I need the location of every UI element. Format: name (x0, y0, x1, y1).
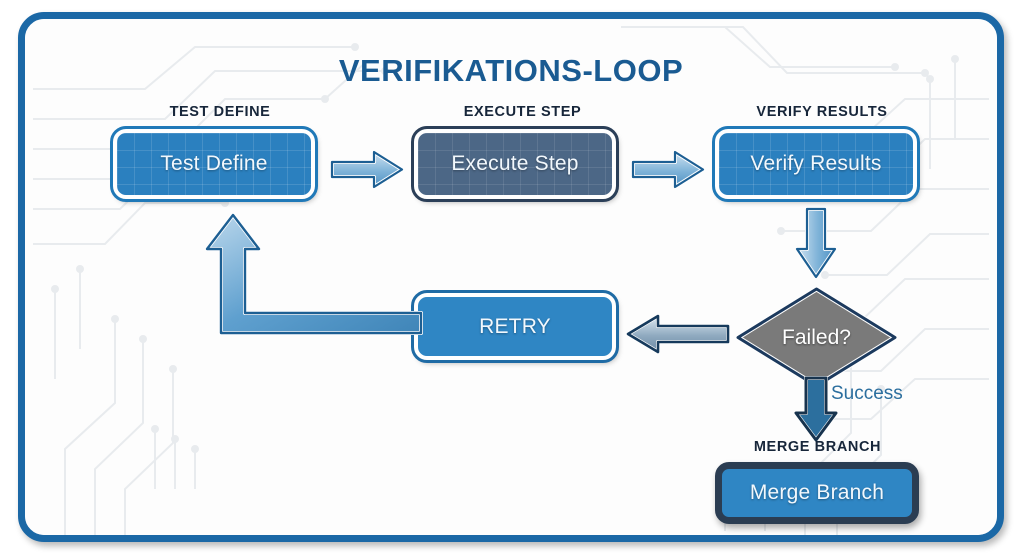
node-test-define[interactable]: Test Define (110, 126, 318, 202)
arrow-failed-to-merge-branch (794, 376, 838, 442)
edge-label-success: Success (831, 383, 903, 404)
circuit-background-pattern (33, 26, 989, 535)
arrow-verify-results-to-failed (795, 207, 837, 279)
arrow-failed-to-retry (626, 314, 730, 354)
arrow-retry-to-test-define-loopback (205, 213, 423, 335)
caption-test-define: TEST DEFINE (169, 104, 271, 120)
arrow-test-define-to-execute-step (330, 150, 404, 189)
caption-execute-step: EXECUTE STEP (463, 104, 582, 120)
node-merge-branch[interactable]: Merge Branch (715, 462, 919, 524)
node-retry[interactable]: RETRY (411, 290, 619, 363)
caption-merge-branch: MERGE BRANCH (753, 439, 882, 455)
arrow-execute-step-to-verify-results (631, 150, 705, 189)
caption-verify-results: VERIFY RESULTS (756, 104, 888, 120)
diagram-frame-inner: VERIFIKATIONS-LOOP TEST DEFINE EXECUTE S… (25, 19, 997, 535)
diagram-frame: VERIFIKATIONS-LOOP TEST DEFINE EXECUTE S… (18, 12, 1004, 542)
diagram-title: VERIFIKATIONS-LOOP (338, 53, 684, 88)
node-execute-step[interactable]: Execute Step (411, 126, 619, 202)
node-verify-results[interactable]: Verify Results (712, 126, 920, 202)
